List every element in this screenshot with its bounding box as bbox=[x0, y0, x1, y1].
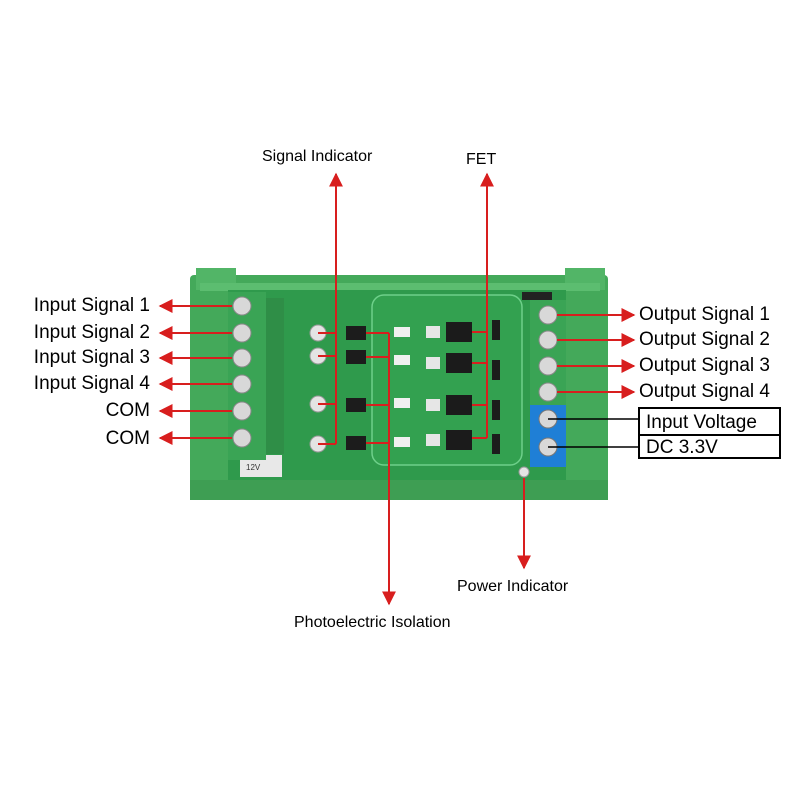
power-terminal-block bbox=[530, 405, 566, 467]
fet-label: FET bbox=[466, 151, 497, 168]
input-signal-3-label: Input Signal 3 bbox=[33, 347, 150, 368]
input-voltage-label: Input Voltage bbox=[646, 412, 757, 433]
output-signal-4-label: Output Signal 4 bbox=[639, 381, 770, 402]
input-signal-1-label: Input Signal 1 bbox=[33, 295, 150, 316]
output-signal-2-label: Output Signal 2 bbox=[639, 329, 770, 350]
optocouplers bbox=[346, 326, 366, 450]
com-label-1: COM bbox=[105, 400, 150, 421]
output-terminal-block bbox=[530, 300, 566, 405]
fet-arrow bbox=[472, 172, 494, 439]
input-terminal-block bbox=[228, 292, 284, 460]
photoelectric-isolation-label: Photoelectric Isolation bbox=[294, 614, 451, 631]
input-signal-4-label: Input Signal 4 bbox=[33, 373, 150, 394]
signal-indicator-label: Signal Indicator bbox=[262, 148, 373, 165]
input-signal-2-label: Input Signal 2 bbox=[33, 322, 150, 343]
resistor-pads bbox=[394, 327, 410, 447]
smd-components bbox=[492, 320, 500, 454]
output-signal-3-label: Output Signal 3 bbox=[639, 355, 770, 376]
input-voltage-box: Input Voltage DC 3.3V bbox=[638, 407, 781, 459]
photoelectric-isolation-arrow bbox=[366, 332, 396, 606]
svg-text:12V: 12V bbox=[246, 463, 261, 472]
signal-indicator-arrow bbox=[318, 172, 343, 445]
input-voltage-divider bbox=[640, 434, 779, 436]
power-indicator-label: Power Indicator bbox=[457, 578, 569, 595]
power-led bbox=[518, 466, 530, 478]
input-voltage-value: DC 3.3V bbox=[646, 437, 718, 458]
com-label-2: COM bbox=[105, 428, 150, 449]
input-arrows bbox=[158, 299, 232, 445]
output-signal-1-label: Output Signal 1 bbox=[639, 304, 770, 325]
output-arrows bbox=[557, 308, 636, 399]
voltage-leader-lines bbox=[548, 418, 638, 448]
fet-transistors bbox=[426, 322, 472, 450]
pcb-board: 12V bbox=[228, 290, 566, 480]
